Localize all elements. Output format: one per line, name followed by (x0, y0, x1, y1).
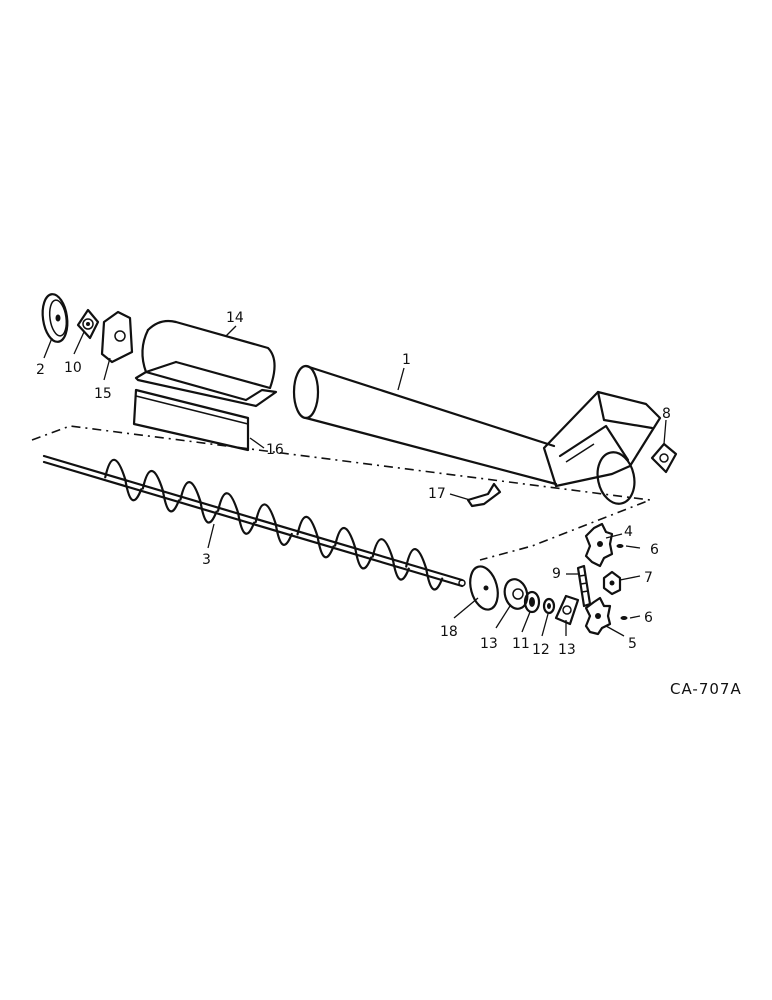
auger-flight (334, 526, 373, 570)
part-11-bearing[interactable] (523, 590, 541, 614)
callout-11: 11 (512, 636, 530, 652)
callout-1: 1 (402, 352, 411, 368)
drawing-reference: CA-707A (670, 680, 742, 698)
callout-10: 10 (64, 360, 82, 376)
part-6-key-upper[interactable] (616, 544, 624, 548)
auger-flight (405, 548, 444, 591)
callout-3: 3 (202, 552, 211, 568)
part-3-auger[interactable] (42, 454, 466, 591)
callout-12: 12 (532, 642, 550, 658)
auger-flight (104, 458, 143, 502)
leader-lines (43, 325, 667, 637)
callout-6-lower: 6 (644, 610, 653, 626)
part-8-bearing-flange[interactable] (650, 442, 678, 474)
callout-7: 7 (644, 570, 653, 586)
part-12-collar[interactable] (542, 597, 556, 615)
callout-13-left: 13 (480, 636, 498, 652)
callout-4: 4 (624, 524, 633, 540)
assembly-outline (31, 425, 651, 561)
auger-flight (141, 469, 180, 513)
auger-flight (254, 503, 293, 546)
callout-labels: 2 10 15 14 16 1 8 17 3 18 13 11 12 13 4 … (36, 310, 671, 658)
callout-15: 15 (94, 386, 112, 402)
auger-flight (371, 538, 410, 581)
part-5-sprocket[interactable] (584, 596, 612, 636)
callout-16: 16 (266, 442, 284, 458)
part-10-bearing-plate[interactable] (76, 308, 100, 340)
part-14-cover[interactable] (134, 319, 278, 408)
part-13-bearing-flange-left[interactable] (501, 577, 530, 612)
auger-flight (217, 492, 256, 535)
part-7-idler[interactable] (602, 570, 622, 596)
part-9-chain[interactable] (576, 564, 592, 608)
callout-18: 18 (440, 624, 458, 640)
part-6-key-lower[interactable] (620, 616, 628, 620)
callout-2: 2 (36, 362, 45, 378)
part-2-pulley[interactable] (40, 293, 70, 344)
callout-9: 9 (552, 566, 561, 582)
part-4-sprocket[interactable] (584, 522, 614, 568)
part-1-auger-tube[interactable] (292, 364, 662, 507)
part-13-bearing-flange-right[interactable] (554, 594, 580, 626)
part-15-end-plate[interactable] (100, 310, 134, 364)
auger-flight (179, 481, 218, 524)
callout-17: 17 (428, 486, 446, 502)
callout-6-upper: 6 (650, 542, 659, 558)
callout-5: 5 (628, 636, 637, 652)
part-16-shield[interactable] (132, 388, 250, 452)
part-18-end-disc[interactable] (466, 563, 503, 612)
part-17-bracket[interactable] (466, 482, 502, 508)
callout-8: 8 (662, 406, 671, 422)
callout-13-right: 13 (558, 642, 576, 658)
callout-14: 14 (226, 310, 244, 326)
auger-flight (296, 515, 335, 559)
